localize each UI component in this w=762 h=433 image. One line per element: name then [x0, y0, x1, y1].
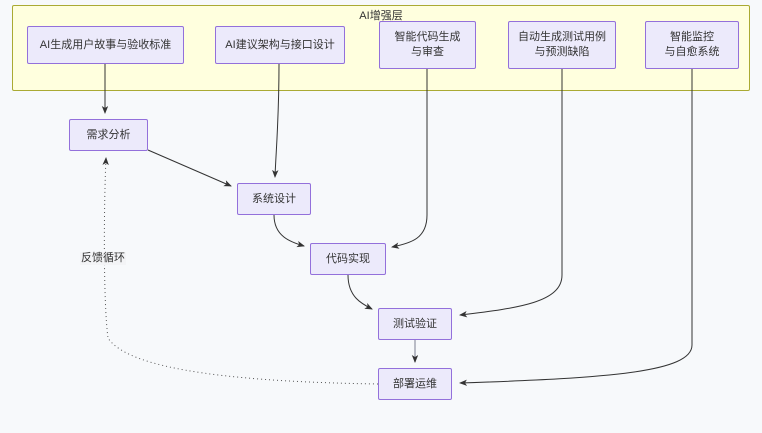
node-ai-test-generation[interactable]: 自动生成测试用例 与预测缺陷	[508, 21, 616, 69]
edge-ai-monitor-to-deploy	[459, 69, 693, 386]
node-system-design[interactable]: 系统设计	[237, 183, 311, 215]
node-ai-code-generation[interactable]: 智能代码生成 与审查	[379, 21, 476, 69]
node-label: 自动生成测试用例 与预测缺陷	[518, 31, 606, 58]
edge-ai-code-gen-to-implement	[391, 69, 428, 249]
node-code-implementation[interactable]: 代码实现	[310, 243, 386, 275]
edge-label-feedback-loop: 反馈循环	[80, 252, 126, 265]
edge-requirements-to-design	[147, 149, 232, 187]
node-label: 部署运维	[393, 377, 437, 390]
node-ai-user-story[interactable]: AI生成用户故事与验收标准	[27, 26, 184, 64]
node-label: 测试验证	[393, 317, 437, 330]
node-requirements-analysis[interactable]: 需求分析	[69, 119, 148, 151]
node-ai-monitoring[interactable]: 智能监控 与自愈系统	[645, 21, 739, 69]
node-label: 代码实现	[326, 252, 370, 265]
edge-implement-to-testing	[347, 274, 373, 310]
node-label: AI建议架构与接口设计	[225, 38, 335, 51]
node-label: 系统设计	[252, 192, 296, 205]
node-label: AI生成用户故事与验收标准	[39, 38, 172, 51]
node-ai-architecture[interactable]: AI建议架构与接口设计	[215, 26, 345, 64]
node-label: 需求分析	[86, 128, 131, 141]
node-label: 智能代码生成 与审查	[394, 31, 461, 58]
node-testing-verification[interactable]: 测试验证	[378, 308, 452, 340]
node-deployment-operations[interactable]: 部署运维	[378, 368, 452, 400]
node-label: 智能监控 与自愈系统	[664, 31, 720, 58]
subgraph-title: AI增强层	[359, 10, 403, 22]
edge-ai-test-gen-to-testing	[459, 69, 563, 318]
edge-design-to-implement	[273, 214, 305, 248]
